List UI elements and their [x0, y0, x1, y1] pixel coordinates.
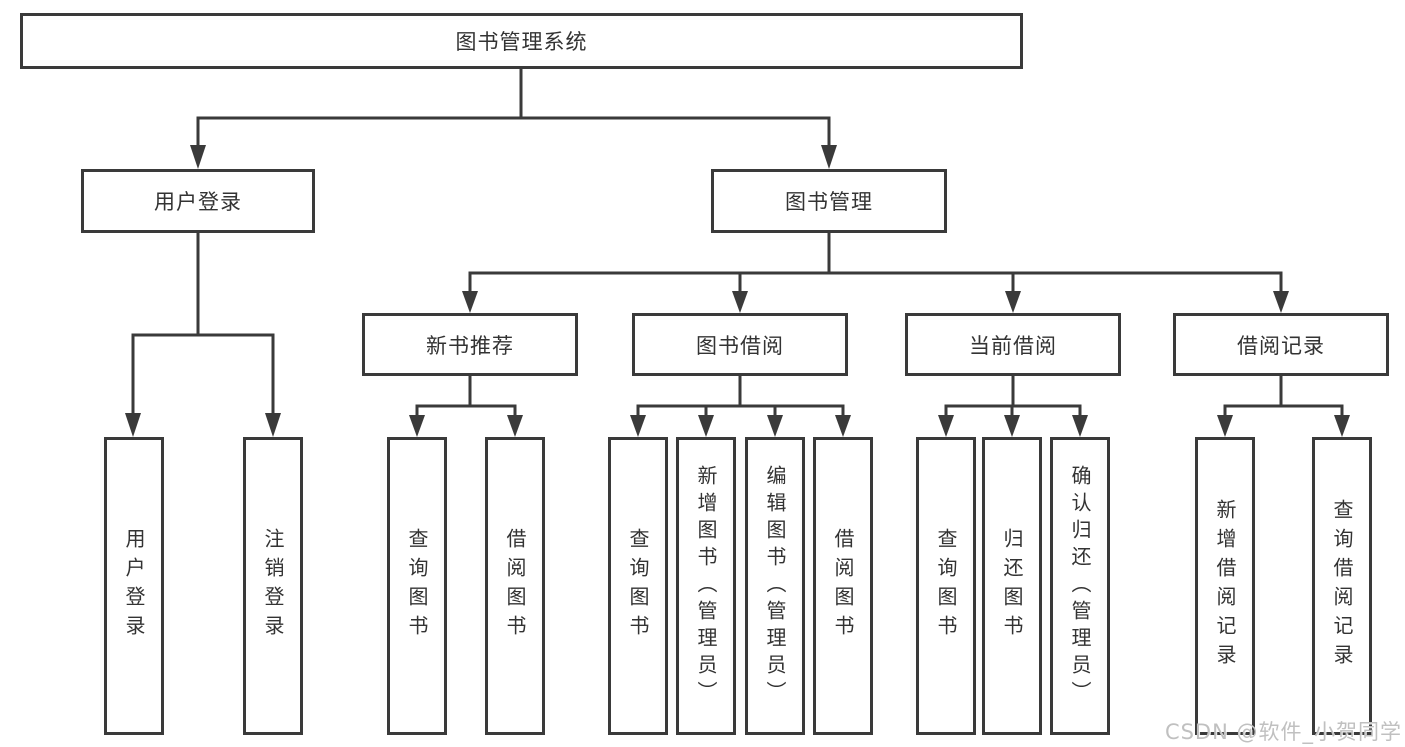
leaf-br-add-record-label: 新增借阅记录 [1213, 499, 1237, 673]
leaf-bb-add-book-admin: 新增图书（管理员） [676, 437, 736, 735]
leaf-nbr-query-books: 查询图书 [387, 437, 447, 735]
node-user-login: 用户登录 [81, 169, 315, 233]
node-user-login-label: 用户登录 [154, 190, 242, 214]
leaf-br-add-record: 新增借阅记录 [1195, 437, 1255, 735]
leaf-cb-confirm-return-admin: 确认归还（管理员） [1050, 437, 1110, 735]
leaf-bb-borrow-books-label: 借阅图书 [831, 528, 855, 644]
leaf-bb-edit-book-admin: 编辑图书（管理员） [745, 437, 805, 735]
node-borrowing-records-label: 借阅记录 [1237, 333, 1325, 358]
leaf-user-login-label: 用户登录 [122, 528, 146, 644]
leaf-logout: 注销登录 [243, 437, 303, 735]
node-current-borrowing: 当前借阅 [905, 313, 1121, 376]
node-book-borrowing-label: 图书借阅 [696, 333, 784, 358]
node-new-book-recommendation: 新书推荐 [362, 313, 578, 376]
leaf-cb-query-books-label: 查询图书 [934, 528, 958, 644]
leaf-bb-borrow-books: 借阅图书 [813, 437, 873, 735]
leaf-nbr-borrow-books: 借阅图书 [485, 437, 545, 735]
leaf-bb-add-book-admin-label: 新增图书（管理员） [694, 464, 718, 708]
leaf-br-query-record-label: 查询借阅记录 [1330, 499, 1354, 673]
node-current-borrowing-label: 当前借阅 [969, 333, 1057, 358]
leaf-br-query-record: 查询借阅记录 [1312, 437, 1372, 735]
leaf-bb-query-books: 查询图书 [608, 437, 668, 735]
node-new-book-recommendation-label: 新书推荐 [426, 333, 514, 358]
watermark: CSDN @软件_小贺同学 [1164, 720, 1402, 744]
leaf-nbr-borrow-books-label: 借阅图书 [503, 528, 527, 644]
leaf-user-login: 用户登录 [104, 437, 164, 735]
leaf-bb-edit-book-admin-label: 编辑图书（管理员） [763, 464, 787, 708]
leaf-logout-label: 注销登录 [261, 528, 285, 644]
leaf-cb-confirm-return-admin-label: 确认归还（管理员） [1068, 464, 1092, 708]
leaf-cb-return-books-label: 归还图书 [1000, 528, 1024, 644]
leaf-bb-query-books-label: 查询图书 [626, 528, 650, 644]
leaf-nbr-query-books-label: 查询图书 [405, 528, 429, 644]
leaf-cb-query-books: 查询图书 [916, 437, 976, 735]
node-book-management: 图书管理 [711, 169, 947, 233]
node-book-management-label: 图书管理 [785, 190, 873, 214]
node-book-borrowing: 图书借阅 [632, 313, 848, 376]
node-root-label: 图书管理系统 [455, 30, 588, 54]
node-borrowing-records: 借阅记录 [1173, 313, 1389, 376]
leaf-cb-return-books: 归还图书 [982, 437, 1042, 735]
node-root: 图书管理系统 [20, 13, 1023, 69]
